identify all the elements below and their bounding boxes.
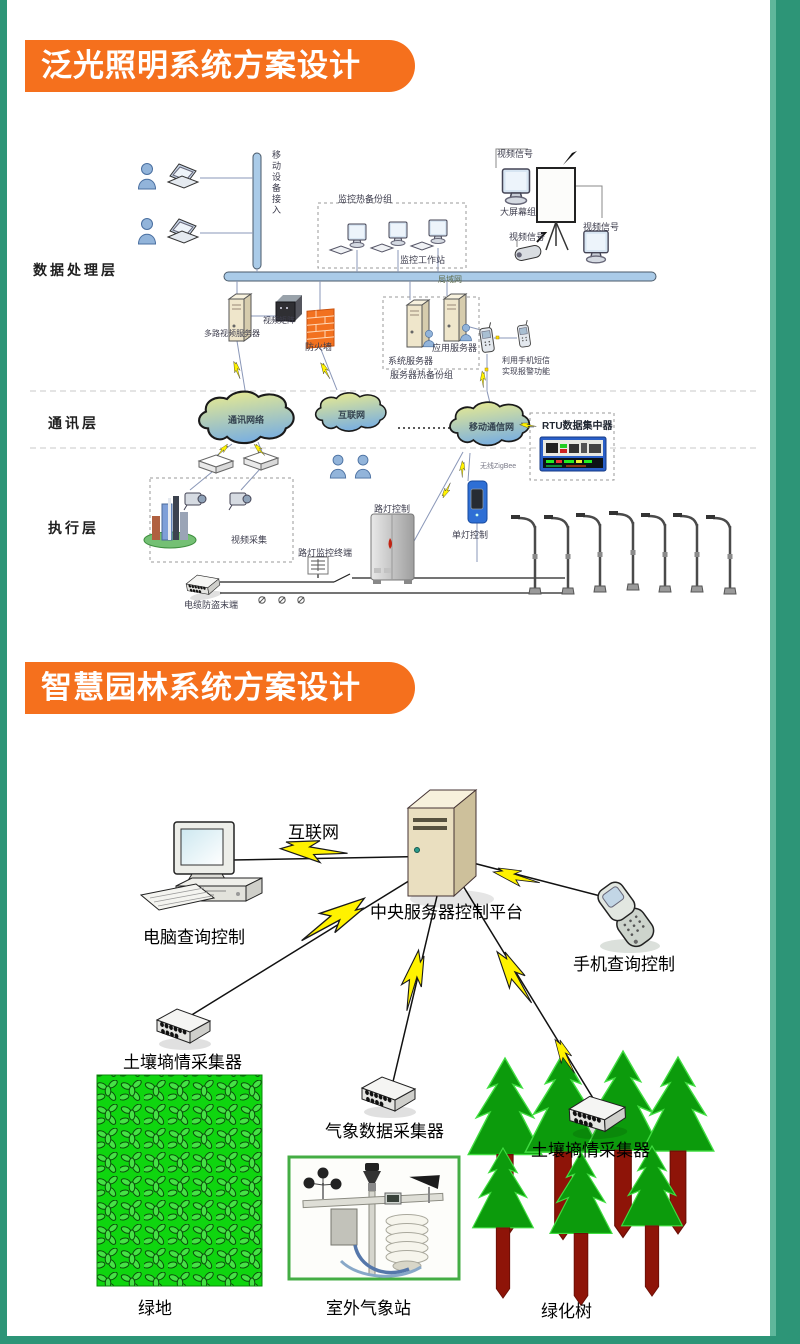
app-server-icon	[443, 293, 467, 342]
frame-bottom	[0, 1336, 800, 1344]
floodlight-diagram	[30, 148, 758, 604]
frame-right-inner	[770, 0, 776, 1344]
keyboard-icon	[329, 245, 353, 255]
video-matrix-icon	[275, 295, 302, 322]
label-lamp-control: 路灯控制	[374, 504, 411, 514]
label-soil-collector-2: 土壤墒情采集器	[531, 1141, 650, 1160]
rtu-device-icon	[539, 436, 607, 472]
weather-station-photo	[287, 1155, 461, 1281]
label-lamp-monitor-terminal: 路灯监控终端	[298, 548, 353, 558]
display-wall-group	[495, 148, 609, 264]
label-monitor-backup-group: 监控热备份组	[338, 194, 393, 204]
dashed-group-boxes	[149, 202, 615, 563]
label-central-server: 中央服务器控制平台	[370, 903, 523, 922]
ground-symbols	[258, 596, 305, 604]
label-weather-station: 室外气象站	[326, 1299, 411, 1318]
workstation-monitor-icon	[347, 223, 367, 248]
trees-group	[467, 1050, 715, 1306]
layer-label-exec: 执行层	[48, 520, 99, 536]
person-icon	[329, 454, 347, 479]
monitor-icon	[583, 230, 609, 264]
label-single-lamp-control: 单灯控制	[452, 530, 489, 540]
frame-left	[0, 0, 7, 1344]
camera-icon	[183, 492, 207, 511]
person-icon	[138, 163, 156, 190]
network-switch-icon	[198, 454, 234, 474]
weather-collector-icon	[361, 1076, 417, 1119]
flip-phone-icon	[597, 881, 660, 953]
workstation-monitor-icon	[388, 221, 408, 246]
system-server-icon	[406, 299, 430, 348]
camera-icon	[228, 492, 252, 511]
lan-bus	[223, 271, 657, 282]
lamp-control-cabinet-icon	[370, 513, 415, 584]
vertical-bus	[252, 152, 262, 270]
keyboard-icon	[410, 241, 434, 251]
section1-title-banner: 泛光照明系统方案设计	[25, 40, 415, 92]
alarm-phone-icon	[478, 321, 496, 354]
label-cable-antitheft: 电缆防盗末端	[184, 600, 239, 610]
label-zigbee: 无线ZigBee	[480, 463, 517, 470]
section2-title: 智慧园林系统方案设计	[41, 670, 361, 705]
big-screen-monitor-icon	[501, 168, 531, 205]
label-sms-line2: 实现报警功能	[502, 367, 550, 376]
label-multi-video-server: 多路视频服务器	[204, 329, 260, 338]
soil-collector-icon	[156, 1008, 212, 1051]
label-mobile-network-cloud: 移动通信网	[469, 422, 515, 432]
desktop-computer-icon	[139, 821, 263, 911]
firewall-icon	[306, 308, 335, 349]
street-lamps-row	[509, 509, 738, 596]
layer-label-comm: 通讯层	[48, 415, 99, 431]
label-video-capture: 视频采集	[231, 535, 268, 545]
label-phone-control: 手机查询控制	[573, 955, 675, 974]
label-big-screen-group: 大屏幕组	[500, 207, 537, 217]
lamp-terminal-icon	[307, 556, 329, 575]
label-video-signal-2: 视频信号	[509, 232, 546, 242]
projector-icon	[514, 245, 542, 261]
smart-garden-diagram	[96, 788, 715, 1306]
label-lan: 局域网	[438, 275, 462, 284]
section1-title: 泛光照明系统方案设计	[41, 48, 361, 83]
label-server-hot-backup: 服务器热备份组	[390, 370, 454, 380]
section2-title-banner: 智慧园林系统方案设计	[25, 662, 415, 714]
label-video-signal-1: 视频信号	[497, 149, 534, 159]
label-sms-line1: 利用手机短信	[502, 356, 550, 365]
label-mobile-access: 移动设备接入	[271, 150, 281, 216]
building-icon	[143, 496, 197, 549]
network-switch-icon	[243, 451, 279, 471]
frame-right	[776, 0, 800, 1344]
green-land-patch	[96, 1074, 263, 1287]
layer-label-data: 数据处理层	[33, 262, 118, 278]
label-pc-control: 电脑查询控制	[143, 928, 245, 947]
central-server-icon	[406, 788, 494, 908]
label-firewall: 防火墙	[305, 342, 333, 352]
label-green-land: 绿地	[138, 1299, 172, 1318]
laptop-icon	[167, 163, 199, 189]
label-monitor-workstation: 监控工作站	[400, 255, 446, 265]
label-internet: 互联网	[288, 823, 339, 842]
label-green-trees: 绿化树	[541, 1302, 592, 1321]
person-icon	[138, 218, 156, 245]
label-soil-collector-1: 土壤墒情采集器	[123, 1053, 242, 1072]
label-video-matrix: 视频矩阵	[263, 316, 295, 325]
label-system-server: 系统服务器	[388, 356, 434, 366]
label-internet-cloud: 互联网	[338, 410, 366, 420]
label-video-signal-3: 视频信号	[583, 222, 620, 232]
label-rtu: RTU数据集中器	[542, 421, 613, 432]
keyboard-icon	[370, 243, 394, 253]
label-comm-network-cloud: 通讯网络	[228, 415, 265, 425]
workstation-monitor-icon	[428, 219, 448, 244]
label-weather-collector: 气象数据采集器	[325, 1122, 444, 1141]
label-app-server: 应用服务器	[432, 343, 478, 353]
single-lamp-controller-icon	[467, 480, 488, 524]
person-icon	[354, 454, 372, 479]
alarm-phone-icon	[516, 319, 532, 348]
laptop-icon	[167, 218, 199, 244]
projection-screen-icon	[536, 167, 576, 223]
